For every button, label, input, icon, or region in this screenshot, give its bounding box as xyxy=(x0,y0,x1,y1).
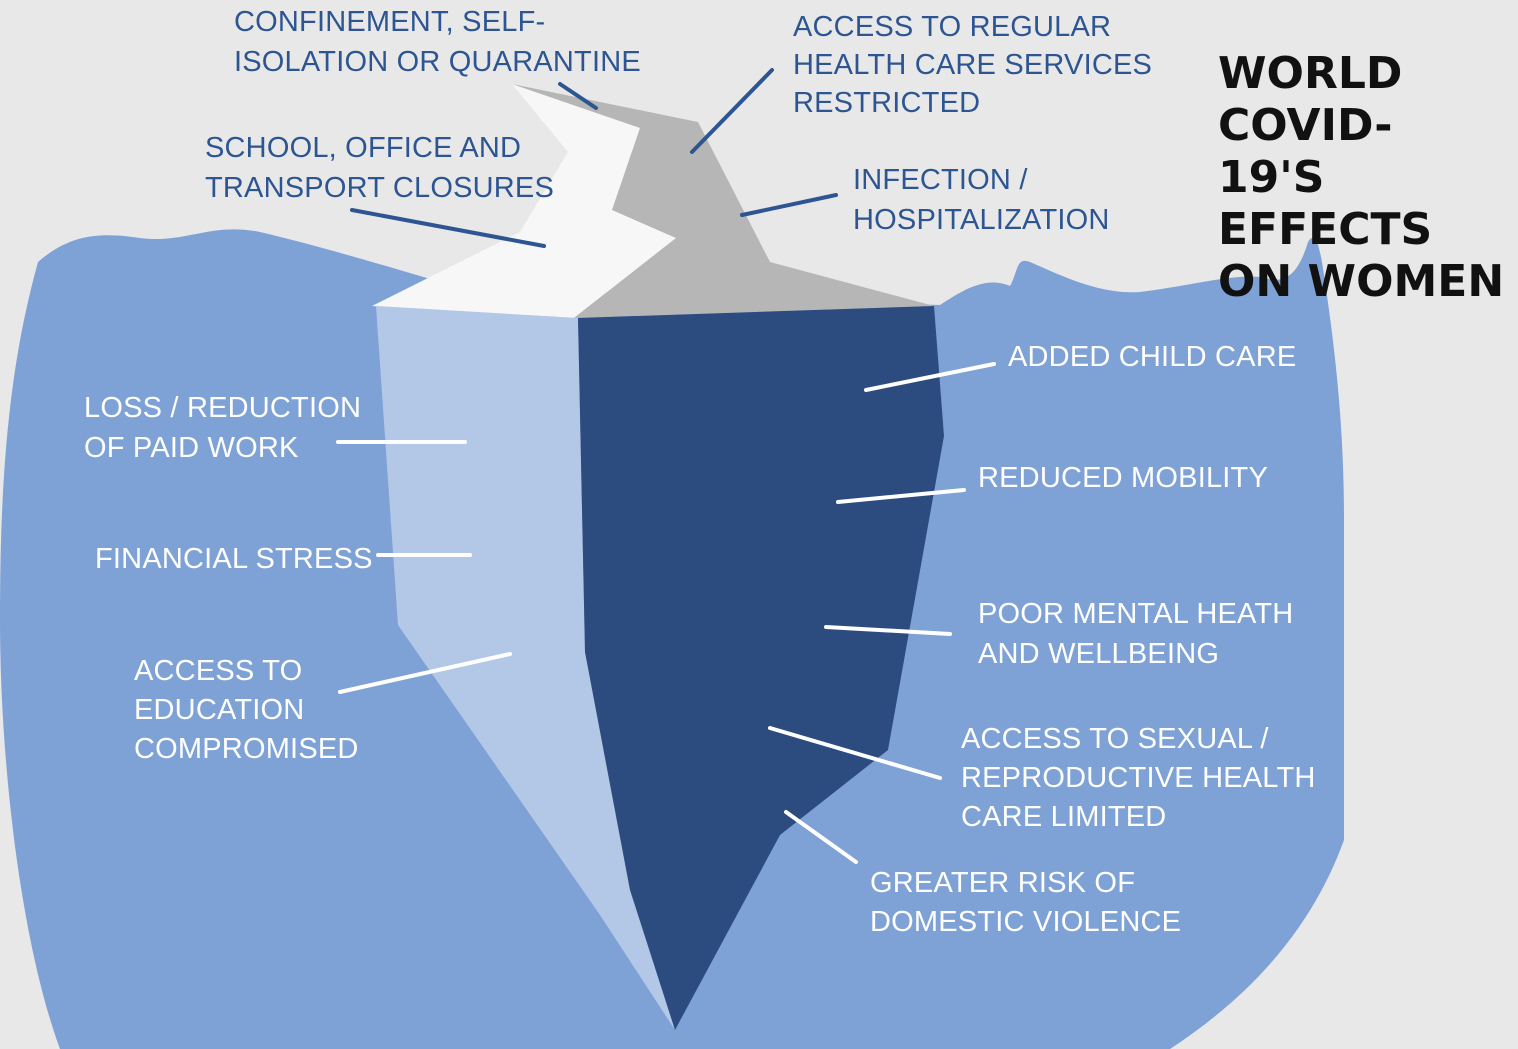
label-domestic-violence: GREATER RISK OF DOMESTIC VIOLENCE xyxy=(870,867,1182,938)
label-mental-health: POOR MENTAL HEATH AND WELLBEING xyxy=(978,598,1294,670)
label-infection: INFECTION / HOSPITALIZATION xyxy=(853,164,1110,236)
label-child-care: ADDED CHILD CARE xyxy=(1008,341,1297,373)
leader-line-sexual-health xyxy=(768,726,942,780)
leader-line-domestic-violence xyxy=(784,810,858,864)
leader-line-mobility xyxy=(836,488,966,504)
label-education: ACCESS TO EDUCATION COMPROMISED xyxy=(134,655,359,765)
leader-line-regular-care xyxy=(690,68,774,154)
leader-line-education xyxy=(338,652,512,694)
iceberg-illustration xyxy=(0,68,1344,1049)
leader-line-closures xyxy=(350,208,546,248)
iceberg-above-shadow xyxy=(512,84,934,318)
leader-line-child-care xyxy=(864,362,996,392)
label-financial: FINANCIAL STRESS xyxy=(95,543,373,575)
label-confinement: CONFINEMENT, SELF- ISOLATION OR QUARANTI… xyxy=(234,6,641,78)
page-title: WORLD COVID- 19'S EFFECTS ON WOMEN xyxy=(1218,48,1505,307)
iceberg-above-light xyxy=(372,84,676,318)
label-sexual-health: ACCESS TO SEXUAL / REPRODUCTIVE HEALTH C… xyxy=(961,723,1316,833)
leader-line-confinement xyxy=(558,82,598,110)
label-mobility: REDUCED MOBILITY xyxy=(978,462,1269,494)
iceberg-below-light xyxy=(376,306,675,1030)
leader-line-infection xyxy=(740,193,838,217)
iceberg-infographic: WORLD COVID- 19'S EFFECTS ON WOMEN CONFI… xyxy=(0,6,1505,1049)
label-closures: SCHOOL, OFFICE AND TRANSPORT CLOSURES xyxy=(205,132,554,204)
leader-line-mental-health xyxy=(824,625,952,636)
label-paid-work: LOSS / REDUCTION OF PAID WORK xyxy=(84,392,362,464)
iceberg-below-dark xyxy=(578,306,944,1030)
label-regular-care: ACCESS TO REGULAR HEALTH CARE SERVICES R… xyxy=(793,11,1153,119)
